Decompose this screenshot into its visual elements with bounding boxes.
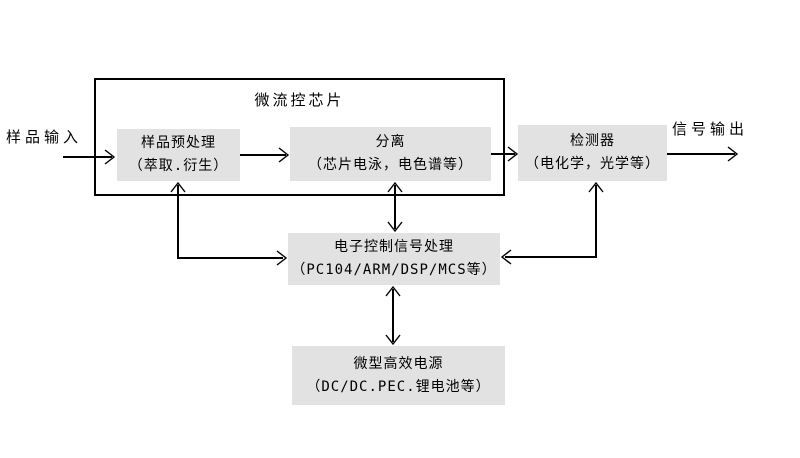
arrowhead-right-icon [727,146,739,162]
node-power-title: 微型高效电源 [353,355,444,372]
arrowhead-up-icon [385,285,401,297]
arrowhead-right-icon [507,146,519,162]
node-controller-subtitle: （PC104/ARM/DSP/MCS等） [291,262,497,278]
node-detector: 检测器 （电化学，光学等） [518,125,667,181]
node-detector-title: 检测器 [570,133,615,149]
arrowhead-left-icon [500,249,512,265]
arrowhead-up-icon [588,181,604,193]
arrowhead-down-icon [387,221,403,233]
node-separation: 分离 （芯片电泳，电色谱等） [290,127,491,181]
arrowhead-right-icon [276,250,288,266]
node-controller: 电子控制信号处理 （PC104/ARM/DSP/MCS等） [288,233,500,285]
node-detector-subtitle: （电化学，光学等） [525,156,660,172]
chip-container-label: 微流控芯片 [254,91,345,109]
arrowhead-down-icon [385,334,401,346]
node-pretreatment: 样品预处理 （萃取.衍生） [117,129,240,181]
node-separation-subtitle: （芯片电泳，电色谱等） [308,157,473,173]
node-controller-title: 电子控制信号处理 [334,239,454,255]
node-separation-title: 分离 [375,134,406,150]
chip-container-box: 微流控芯片 [94,78,505,196]
connector-controller-power [385,285,401,346]
output-label: 信号输出 [672,120,749,138]
connector-detector-controller [500,181,604,265]
node-pretreatment-subtitle: （萃取.衍生） [128,158,229,174]
node-power: 微型高效电源 （DC/DC.PEC.锂电池等） [292,346,505,405]
node-power-subtitle: （DC/DC.PEC.锂电池等） [306,378,491,395]
node-pretreatment-title: 样品预处理 [141,135,216,151]
input-label: 样品输入 [6,128,83,146]
connector-detector-output [667,146,739,162]
